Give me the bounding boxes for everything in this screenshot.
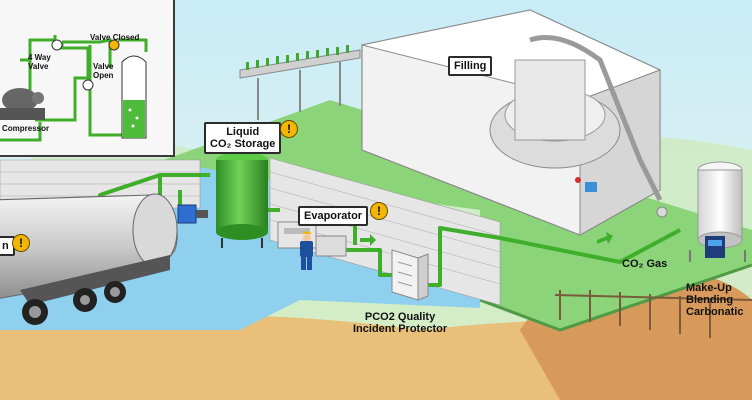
pump — [177, 204, 208, 224]
fence — [554, 290, 752, 338]
valve-closed-icon — [108, 39, 120, 51]
makeup-blending-label-line1: Make-Up — [686, 282, 732, 294]
evaporator-unit — [277, 221, 347, 257]
plant-floor — [150, 100, 752, 330]
warning-icon-tanker: ! — [12, 234, 30, 252]
inset-valve-open-label-2: Open — [93, 71, 114, 80]
inset-valve-closed-label: Valve Closed — [90, 33, 140, 42]
worker — [300, 231, 313, 270]
makeup-blending-label-line3: Carbonatic — [686, 306, 744, 318]
bottle-conveyor — [239, 49, 361, 120]
four-way-valve-icon — [51, 39, 63, 51]
pco2-quality-label-line2: Incident Protector — [353, 323, 448, 335]
filling-machine — [361, 9, 663, 236]
bottles — [246, 45, 349, 70]
filling-label: Filling — [448, 56, 493, 76]
inset-compressor-label: Compressor — [2, 124, 50, 133]
inset-valve-open-label-1: Valve — [93, 62, 114, 71]
compressor-icon — [2, 88, 38, 112]
warning-icon-storage: ! — [280, 120, 298, 138]
liquid-co2-storage-label-line1: Liquid — [226, 126, 260, 138]
inset-diagram — [0, 0, 175, 157]
liquid-co2-storage-label: Liquid CO₂ Storage — [204, 122, 282, 154]
liquid-co2-storage-label-line2: CO₂ Storage — [210, 138, 276, 150]
makeup-blending-label: Make-Up Blending Carbonatic — [686, 282, 743, 318]
valve-open-icon — [82, 79, 94, 91]
flow-arrow-2 — [597, 232, 613, 244]
floor-edge — [479, 263, 752, 332]
inset-four-way-label-2: Valve — [28, 62, 49, 71]
co2-gas-label: CO₂ Gas — [622, 258, 668, 270]
inset-four-way-label-1: 4 Way — [28, 53, 51, 62]
pco2-protector-unit — [391, 249, 429, 301]
tanker-truck — [0, 193, 178, 325]
evaporator-label: Evaporator — [298, 206, 369, 226]
flow-arrow — [360, 234, 376, 246]
blending-tank — [656, 161, 746, 262]
storage-tank — [216, 152, 268, 248]
makeup-blending-label-line2: Blending — [686, 294, 734, 306]
pco2-quality-label: PCO2 Quality Incident Protector — [353, 311, 447, 335]
pco2-quality-label-line1: PCO2 Quality — [364, 311, 436, 323]
warning-icon-evaporator: ! — [370, 202, 388, 220]
